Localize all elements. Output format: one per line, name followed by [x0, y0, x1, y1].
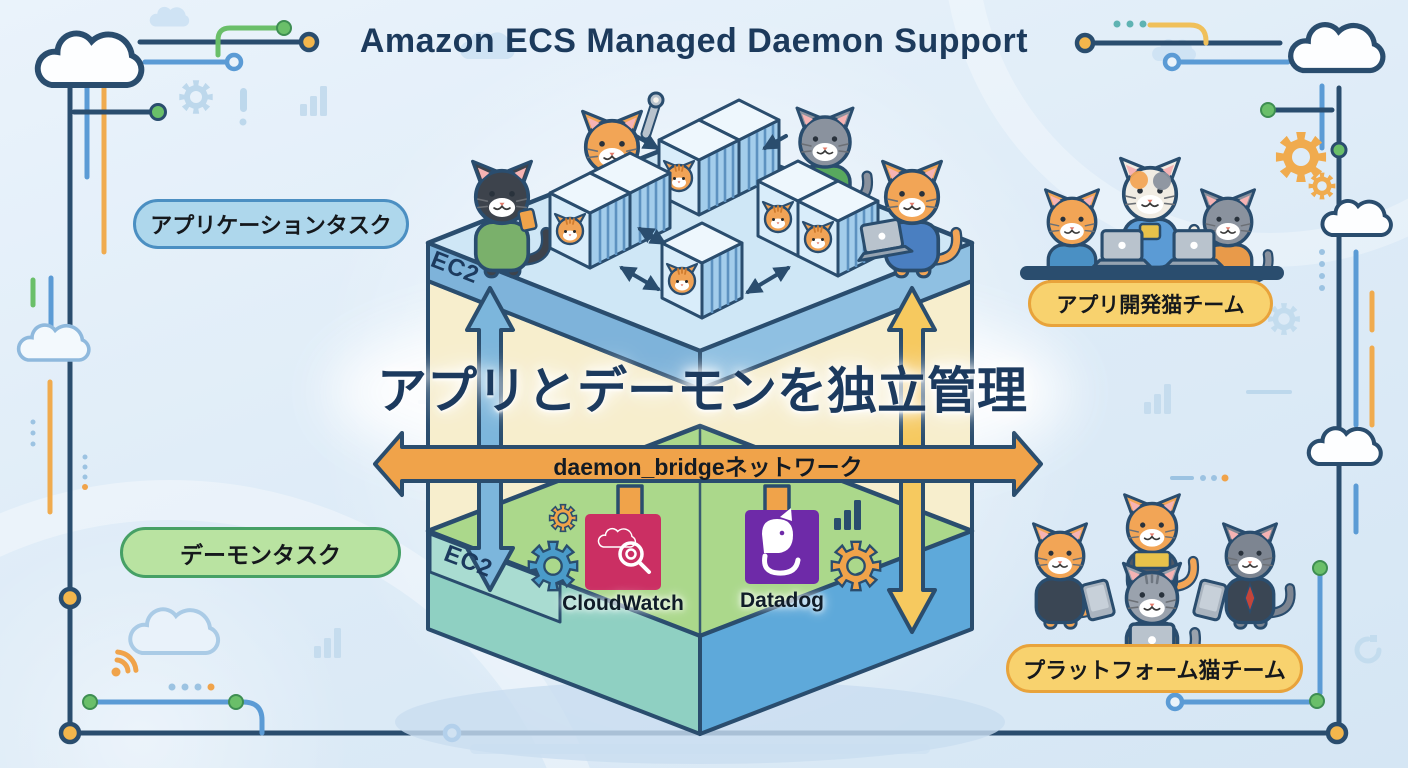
cat-face-icon [553, 212, 587, 246]
node-dot [228, 694, 244, 710]
datadog-label: Datadog [740, 589, 824, 612]
wrench-icon [640, 91, 665, 140]
cloudwatch-icon [585, 514, 661, 590]
gear-icon [1275, 131, 1327, 183]
refresh-icon [1354, 636, 1382, 664]
platform-team-cats [1033, 495, 1290, 676]
application-task-text: アプリケーションタスク [150, 213, 392, 238]
daemon-task-text: デーモンタスク [180, 541, 341, 568]
gear-icon [1268, 303, 1300, 335]
node-dot [276, 20, 292, 36]
node-dot [82, 694, 98, 710]
label-platform-team: プラットフォーム猫チーム [1006, 644, 1303, 693]
cloud-icon [1309, 428, 1381, 464]
folder [1132, 550, 1172, 570]
node-dot [1165, 692, 1185, 712]
label-app-dev-team: アプリ開発猫チーム [1028, 280, 1273, 327]
cloud-icon [16, 323, 91, 362]
node-dot [298, 31, 320, 53]
cat-face-icon [801, 220, 835, 254]
node-dot [1330, 141, 1348, 159]
cat-platform-kitten [1123, 563, 1195, 675]
node-dot [224, 52, 244, 72]
container-network-arrows [619, 134, 791, 294]
tablet-icon [1191, 577, 1229, 623]
cloud-icon [1320, 198, 1393, 237]
gear-icon [830, 540, 882, 592]
node-dot [1309, 693, 1325, 709]
gear-icon [527, 540, 579, 592]
node-dot [1162, 52, 1182, 72]
node-dot [1325, 721, 1349, 745]
cat-face-icon [665, 262, 699, 296]
network-arrow-label: daemon_bridgeネットワーク [553, 454, 863, 480]
laptop-icon [1164, 229, 1224, 268]
cat-face-icon [761, 200, 795, 234]
app-team-cats [1020, 158, 1284, 294]
bar-chart-icon [1144, 384, 1171, 414]
necktie [1244, 581, 1256, 615]
wifi-icon [111, 649, 139, 677]
cat-platform-gray [1223, 524, 1290, 629]
node-dot [149, 103, 167, 121]
circuit-decoration-right [1165, 198, 1393, 745]
node-dot [1260, 102, 1276, 118]
circuit-decoration-top-left [16, 20, 320, 736]
exclamation-icon [240, 88, 247, 112]
platform-team-text: プラットフォーム猫チーム [1023, 657, 1286, 683]
cloudwatch-label: CloudWatch [562, 592, 684, 615]
cloud-icon [1291, 25, 1383, 71]
node-dot [58, 586, 82, 610]
gear-icon [179, 80, 213, 114]
application-containers [473, 91, 957, 320]
app-dev-team-text: アプリ開発猫チーム [1056, 293, 1245, 317]
node-dot [1074, 32, 1096, 54]
desk [1020, 266, 1284, 280]
circuit-decoration-top-right [1074, 20, 1383, 736]
cat-platform-manager [1125, 495, 1194, 603]
laptop-icon [1092, 229, 1152, 268]
bar-chart-icon [300, 86, 327, 116]
toolbox [517, 207, 538, 232]
cloud-icon [128, 607, 221, 655]
cloud-icon [38, 33, 142, 85]
gear-icon [1308, 172, 1336, 200]
blue-double-arrow [465, 286, 515, 592]
node-dot [1312, 560, 1328, 576]
label-application-task: アプリケーションタスク [133, 199, 409, 249]
daemon-services [527, 500, 882, 592]
cloud-icon [149, 6, 190, 27]
label-daemon-task: デーモンタスク [120, 527, 401, 578]
container-single [660, 221, 744, 320]
datadog-icon [745, 508, 819, 584]
node-dot [58, 721, 82, 745]
bar-chart-icon [314, 628, 341, 658]
page-title: Amazon ECS Managed Daemon Support [359, 22, 1029, 60]
diagram-caption: アプリとデーモンを独立管理 [377, 363, 1027, 419]
